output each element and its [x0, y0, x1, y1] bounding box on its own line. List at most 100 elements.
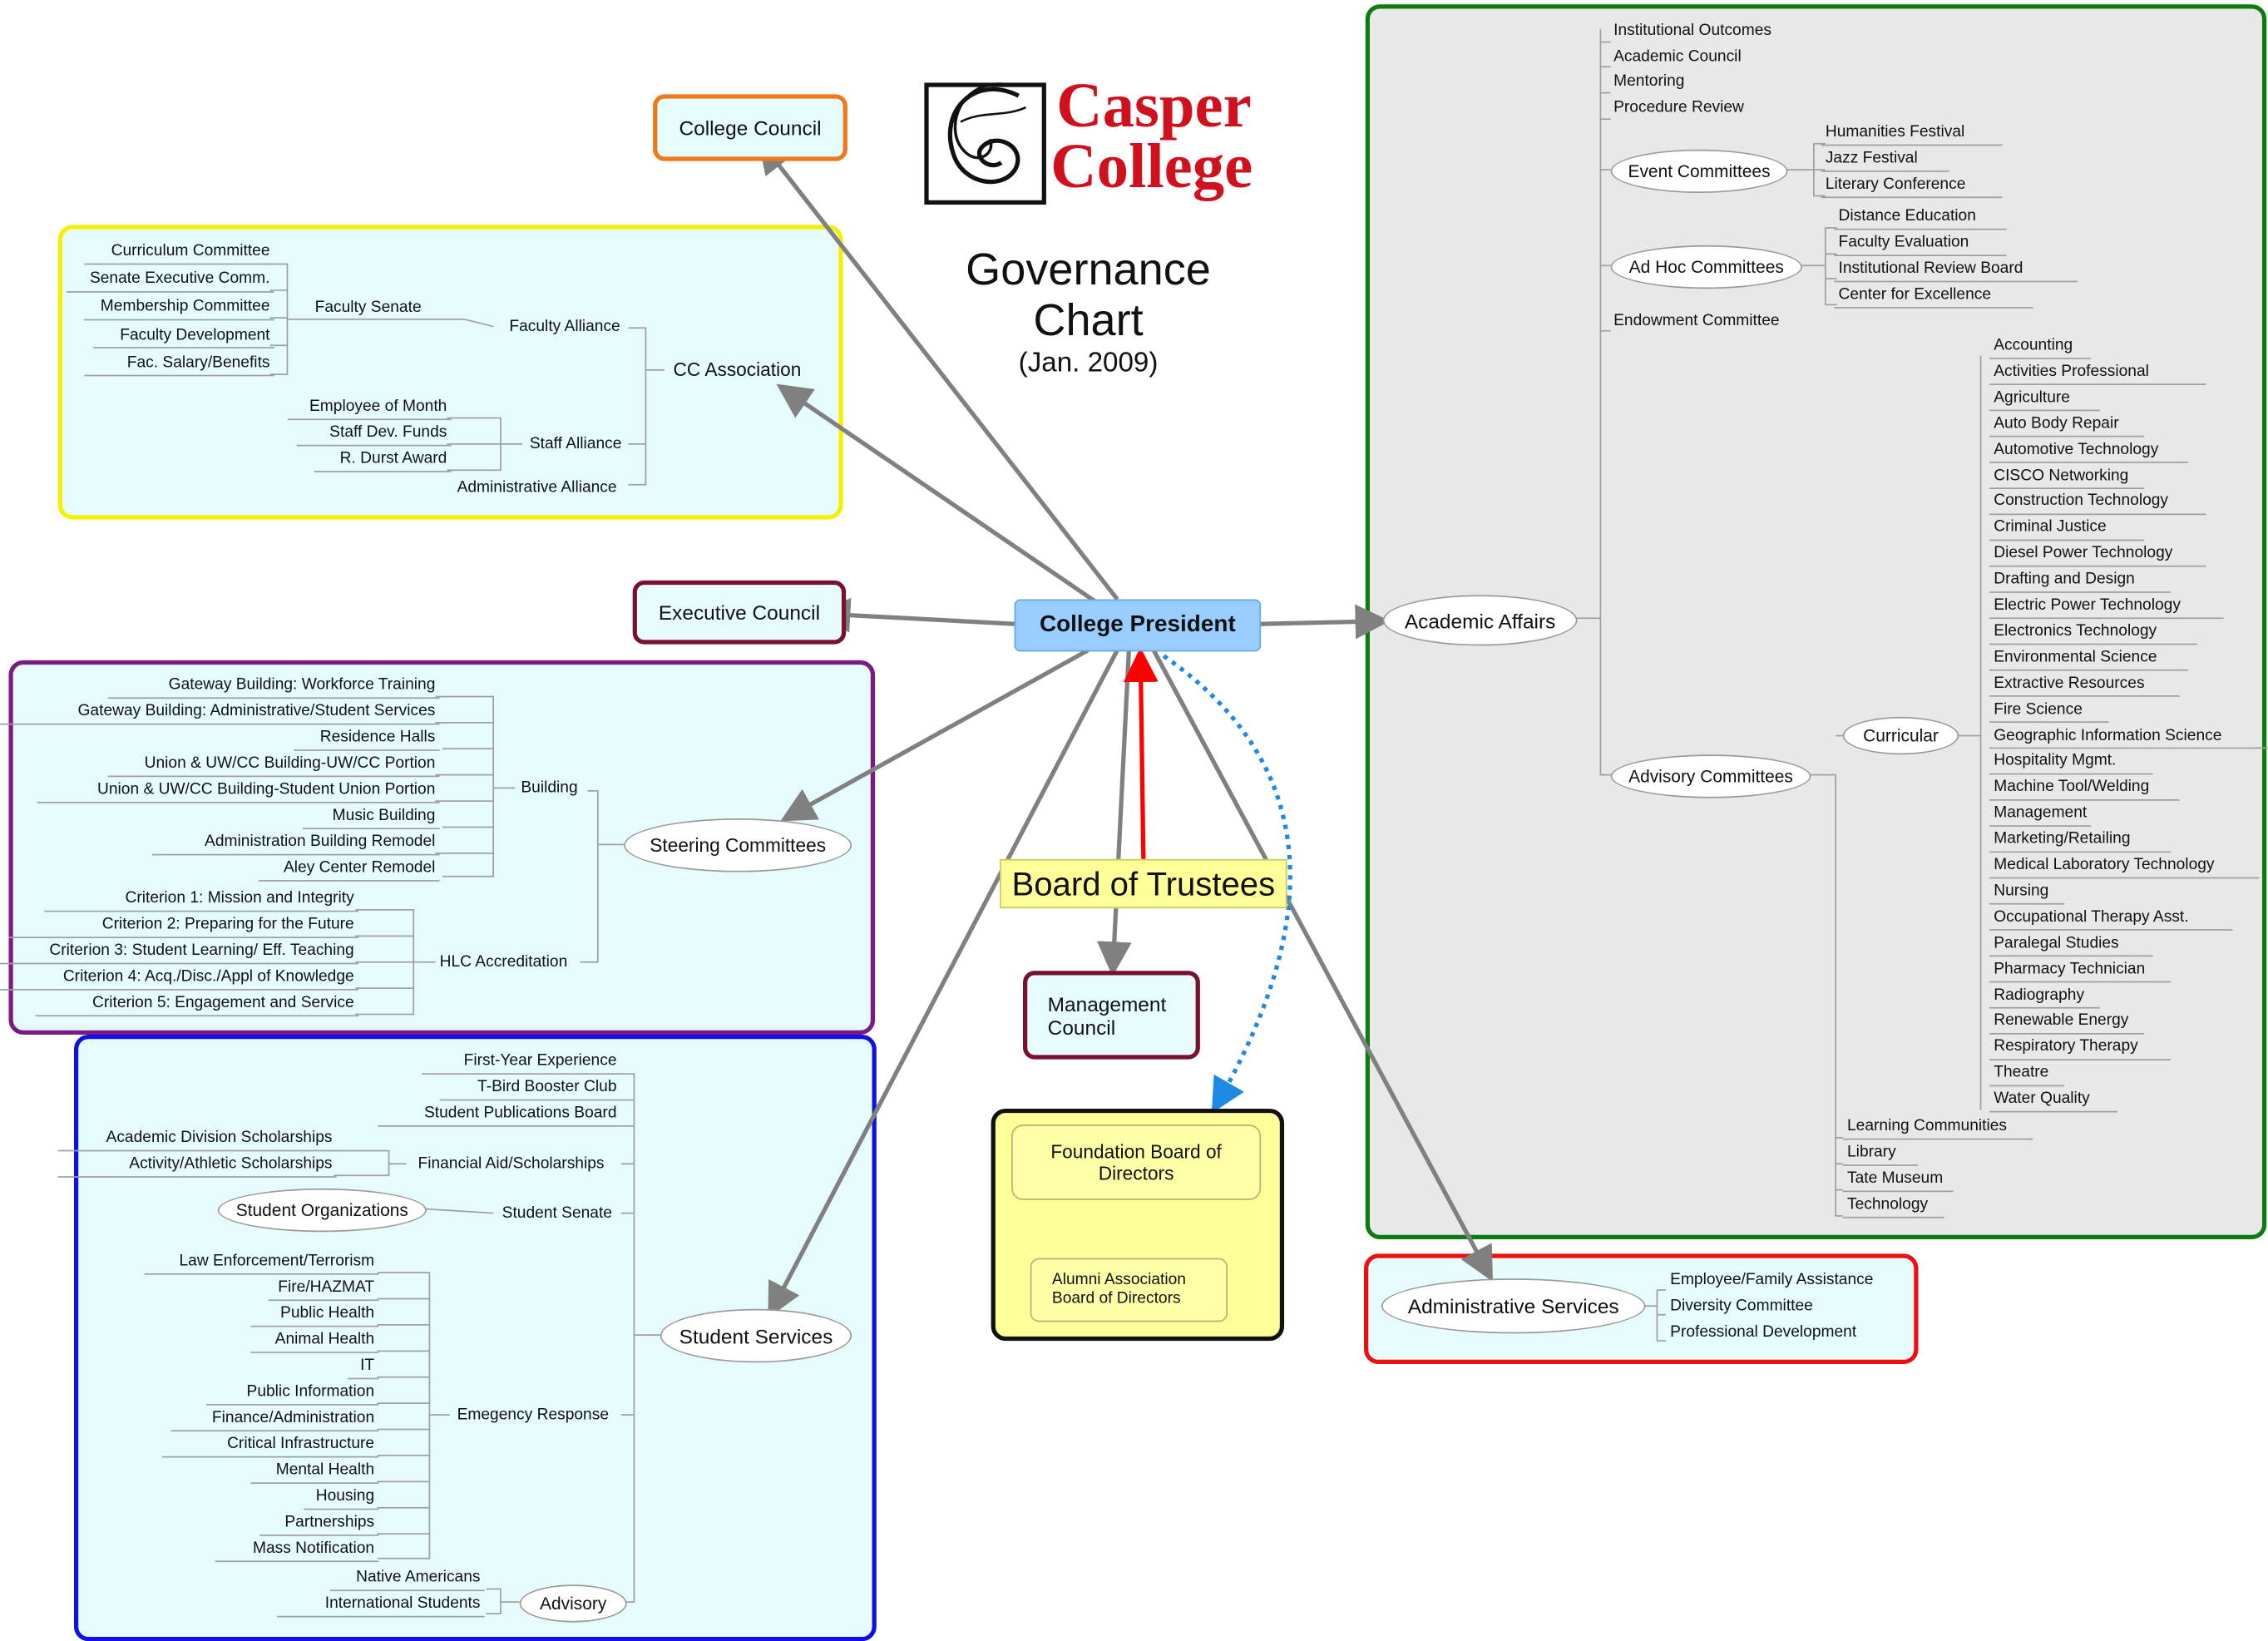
emergency-response-label[interactable]: Emegency Response [457, 1406, 610, 1424]
ad-hoc-committee-item[interactable]: Center for Excellence [1838, 285, 1992, 304]
curricular-program-item[interactable]: Management [1994, 803, 2088, 822]
student-services-item[interactable]: T-Bird Booster Club [477, 1078, 617, 1096]
advisory-committee-item[interactable]: Technology [1847, 1195, 1929, 1213]
event-committee-item[interactable]: Humanities Festival [1825, 123, 1965, 141]
faculty-senate-item[interactable]: Faculty Development [120, 325, 270, 344]
curricular-program-item[interactable]: Diesel Power Technology [1994, 544, 2173, 562]
curricular-program-item[interactable]: Occupational Therapy Asst. [1994, 907, 2189, 926]
executive-council-node[interactable]: Executive Council [632, 580, 847, 645]
administrative-services-item[interactable]: Professional Development [1670, 1323, 1857, 1342]
curricular-program-item[interactable]: Automotive Technology [1994, 440, 2159, 458]
ad-hoc-committee-item[interactable]: Institutional Review Board [1838, 259, 2023, 278]
hlc-criterion-item[interactable]: Criterion 2: Preparing for the Future [101, 915, 354, 933]
curricular-program-item[interactable]: Drafting and Design [1994, 570, 2135, 588]
academic-affairs-item[interactable]: Mentoring [1613, 72, 1685, 91]
curricular-program-item[interactable]: Theatre [1994, 1064, 2049, 1082]
hlc-accreditation-label[interactable]: HLC Accreditation [439, 953, 568, 971]
financial-aid-label[interactable]: Financial Aid/Scholarships [418, 1154, 605, 1173]
faculty-senate-item[interactable]: Fac. Salary/Benefits [126, 353, 270, 372]
emergency-response-item[interactable]: Public Health [280, 1304, 375, 1322]
building-item[interactable]: Residence Halls [319, 728, 436, 746]
building-item[interactable]: Gateway Building: Workforce Training [168, 676, 436, 694]
building-item[interactable]: Music Building [332, 807, 436, 824]
building-item[interactable]: Gateway Building: Administrative/Student… [77, 702, 436, 720]
cc-association-label[interactable]: CC Association [673, 358, 802, 381]
college-president-node[interactable]: College President [1014, 599, 1262, 652]
curricular-program-item[interactable]: Renewable Energy [1994, 1011, 2129, 1030]
curricular-program-item[interactable]: Environmental Science [1994, 648, 2157, 666]
staff-alliance-item[interactable]: Staff Dev. Funds [329, 423, 447, 442]
staff-alliance-label[interactable]: Staff Alliance [529, 435, 622, 453]
ad-hoc-committee-item[interactable]: Faculty Evaluation [1838, 233, 1969, 251]
curricular-program-item[interactable]: Activities Professional [1994, 362, 2149, 380]
administrative-services-item[interactable]: Diversity Committee [1670, 1297, 1813, 1315]
emergency-response-item[interactable]: Animal Health [274, 1330, 375, 1348]
emergency-response-item[interactable]: Mass Notification [252, 1540, 375, 1558]
emergency-response-item[interactable]: Housing [315, 1487, 375, 1505]
emergency-response-item[interactable]: IT [360, 1357, 375, 1375]
curricular-program-item[interactable]: Hospitality Mgmt. [1994, 752, 2117, 770]
academic-affairs-item[interactable]: Academic Council [1613, 47, 1742, 65]
curricular-program-item[interactable]: Machine Tool/Welding [1994, 778, 2150, 796]
emergency-response-item[interactable]: Fire/HAZMAT [278, 1278, 375, 1297]
hlc-criterion-item[interactable]: Criterion 4: Acq./Disc./Appl of Knowledg… [62, 967, 354, 986]
curricular-program-item[interactable]: Marketing/Retailing [1994, 830, 2131, 848]
emergency-response-item[interactable]: Mental Health [275, 1461, 375, 1479]
building-label[interactable]: Building [521, 778, 578, 797]
student-services-item[interactable]: Student Publications Board [423, 1104, 617, 1122]
staff-alliance-item[interactable]: R. Durst Award [339, 449, 447, 467]
ad-hoc-committee-item[interactable]: Distance Education [1838, 207, 1976, 225]
college-council-node[interactable]: College Council [653, 94, 847, 161]
ad-hoc-committees-node[interactable]: Ad Hoc Committees [1610, 245, 1802, 289]
emergency-response-item[interactable]: Law Enforcement/Terrorism [179, 1252, 375, 1270]
foundation-board-node[interactable]: Foundation Board of Directors [1011, 1124, 1262, 1200]
student-advisory-item[interactable]: Native Americans [356, 1569, 481, 1586]
curricular-program-item[interactable]: Construction Technology [1994, 492, 2169, 511]
building-item[interactable]: Union & UW/CC Building-UW/CC Portion [144, 754, 436, 773]
faculty-senate-item[interactable]: Curriculum Committee [111, 242, 270, 260]
student-services-item[interactable]: First-Year Experience [463, 1051, 617, 1070]
event-committees-node[interactable]: Event Committees [1610, 149, 1788, 194]
faculty-senate-item[interactable]: Membership Committee [100, 298, 270, 316]
emergency-response-item[interactable]: Finance/Administration [211, 1409, 375, 1427]
hlc-criterion-item[interactable]: Criterion 1: Mission and Integrity [125, 889, 354, 907]
board-of-trustees-node[interactable]: Board of Trustees [1000, 858, 1287, 909]
curricular-program-item[interactable]: Fire Science [1994, 699, 2083, 718]
curricular-program-item[interactable]: Electric Power Technology [1994, 596, 2181, 615]
curricular-program-item[interactable]: Radiography [1994, 986, 2085, 1004]
building-item[interactable]: Aley Center Remodel [283, 858, 436, 877]
curricular-program-item[interactable]: Medical Laboratory Technology [1994, 856, 2215, 874]
curricular-program-item[interactable]: CISCO Networking [1994, 466, 2129, 484]
event-committee-item[interactable]: Jazz Festival [1825, 149, 1918, 167]
faculty-senate-label[interactable]: Faculty Senate [314, 299, 422, 317]
student-organizations-node[interactable]: Student Organizations [217, 1188, 427, 1233]
curricular-program-item[interactable]: Criminal Justice [1994, 518, 2107, 536]
curricular-program-item[interactable]: Nursing [1994, 882, 2049, 900]
student-services-node[interactable]: Student Services [660, 1308, 852, 1363]
alumni-association-node[interactable]: Alumni Association Board of Directors [1030, 1258, 1228, 1322]
curricular-program-item[interactable]: Respiratory Therapy [1994, 1037, 2138, 1055]
advisory-committee-item[interactable]: Library [1847, 1143, 1896, 1161]
administrative-services-item[interactable]: Employee/Family Assistance [1670, 1271, 1874, 1289]
curricular-program-item[interactable]: Agriculture [1994, 388, 2070, 407]
curricular-program-item[interactable]: Auto Body Repair [1994, 414, 2119, 432]
academic-affairs-item[interactable]: Procedure Review [1613, 98, 1744, 116]
administrative-alliance-label[interactable]: Administrative Alliance [457, 478, 617, 497]
curricular-program-item[interactable]: Water Quality [1994, 1090, 2090, 1108]
scholarship-item[interactable]: Academic Division Scholarships [106, 1129, 333, 1147]
curricular-program-item[interactable]: Extractive Resources [1994, 674, 2145, 692]
student-advisory-item[interactable]: International Students [324, 1594, 481, 1613]
curricular-program-item[interactable]: Geographic Information Science [1994, 726, 2222, 744]
advisory-committee-item[interactable]: Tate Museum [1847, 1169, 1944, 1188]
scholarship-item[interactable]: Activity/Athletic Scholarships [129, 1154, 333, 1173]
faculty-senate-item[interactable]: Senate Executive Comm. [89, 269, 270, 288]
event-committee-item[interactable]: Literary Conference [1825, 175, 1966, 194]
management-council-node[interactable]: Management Council [1023, 971, 1200, 1060]
endowment-committee-label[interactable]: Endowment Committee [1613, 312, 1780, 330]
advisory-committee-item[interactable]: Learning Communities [1847, 1117, 2008, 1135]
advisory-committees-node[interactable]: Advisory Committees [1610, 754, 1811, 798]
steering-committees-node[interactable]: Steering Committees [624, 818, 852, 872]
emergency-response-item[interactable]: Partnerships [284, 1513, 375, 1531]
building-item[interactable]: Union & UW/CC Building-Student Union Por… [96, 780, 436, 798]
staff-alliance-item[interactable]: Employee of Month [309, 398, 447, 415]
